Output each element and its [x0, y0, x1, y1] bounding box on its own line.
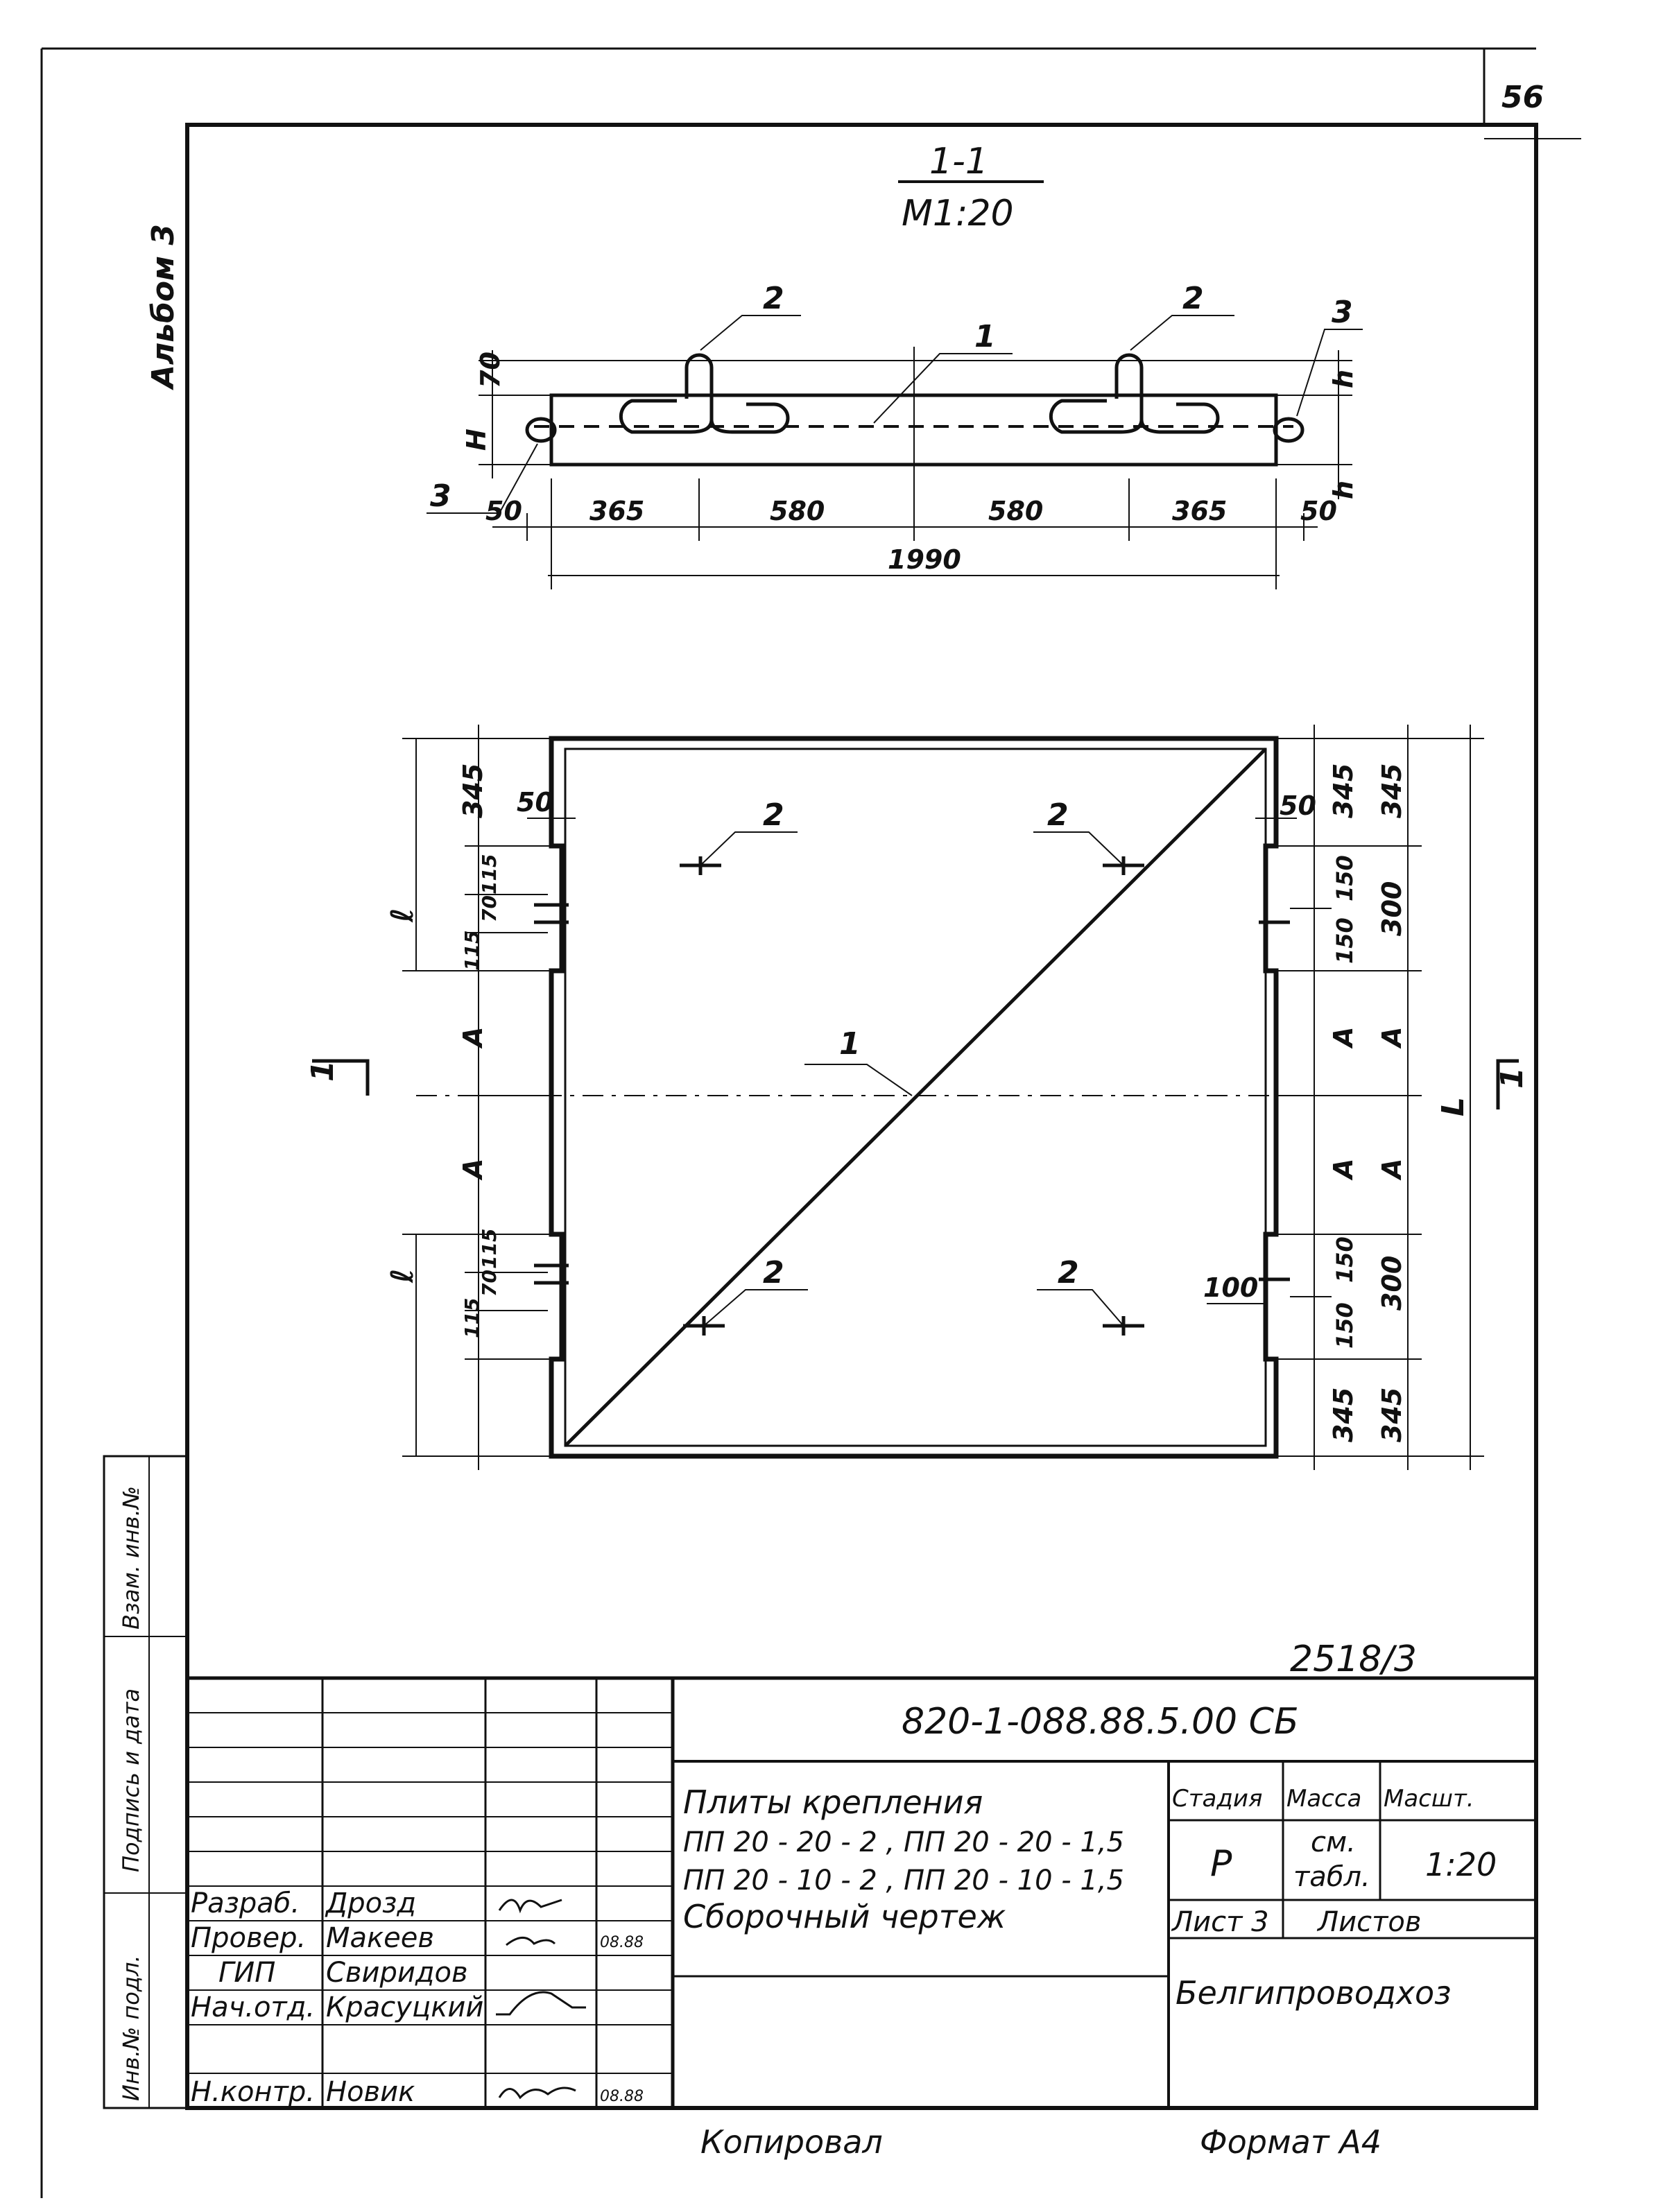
drawing-ref: 2518/3 — [1290, 1639, 1417, 1680]
plan-dim-345-ro-top: 345 — [1377, 763, 1407, 818]
sheets-label: Листов — [1316, 1906, 1421, 1938]
stage-value: Р — [1210, 1843, 1232, 1885]
plan-dim-70-bot: 70 — [478, 1270, 501, 1297]
date-1: 08.88 — [600, 1934, 644, 1951]
cut-mark-left: 1 — [305, 1060, 341, 1082]
plan-drawing — [312, 725, 1519, 1470]
plan-callout-1: 1 — [839, 1026, 861, 1062]
plan-callout-2-bl: 2 — [763, 1255, 784, 1290]
plan-dim-A-ri-top: A — [1328, 1027, 1359, 1049]
name-5: Новик — [326, 2076, 415, 2108]
sheet-frame — [40, 47, 1581, 2198]
plan-dim-50-left: 50 — [517, 787, 553, 818]
name-1: Макеев — [326, 1922, 434, 1954]
scale-value: 1:20 — [1425, 1846, 1497, 1883]
name-3: Красуцкий — [326, 1991, 483, 2023]
title-block-text: 820-1-088.88.5.00 СБ Плиты крепления ПП … — [118, 1486, 1497, 2161]
callout-3-right-section: 3 — [1332, 295, 1353, 330]
plan-dim-115-top-b: 115 — [460, 931, 483, 971]
plan-callout-2-tl: 2 — [763, 797, 784, 833]
plan-dim-100-right: 100 — [1203, 1272, 1258, 1303]
dim-50-left: 50 — [485, 496, 522, 526]
name-0: Дрозд — [325, 1887, 416, 1919]
plan-dimension-labels: 345 115 70 115 A A 115 70 115 ℓ ℓ 50 345… — [305, 763, 1530, 1442]
section-1-1-drawing — [427, 315, 1363, 589]
mass-header: Масса — [1286, 1785, 1361, 1813]
plan-dim-300-ro-top: 300 — [1377, 881, 1407, 936]
plan-dim-L: L — [1436, 1097, 1471, 1116]
callout-3-left-section: 3 — [430, 478, 451, 514]
dim-1990: 1990 — [888, 544, 961, 575]
album-label: Альбом 3 — [146, 224, 181, 390]
plan-dim-345-ri-bottom: 345 — [1328, 1388, 1359, 1442]
mass-value-2: табл. — [1293, 1861, 1370, 1893]
scale-header: Масшт. — [1384, 1785, 1474, 1813]
section-title-label: 1-1 — [929, 141, 988, 182]
section-scale: М1:20 — [902, 193, 1014, 234]
plan-dim-l-bottom: ℓ — [385, 1268, 420, 1284]
side-stamp-sign: Подпись и дата — [118, 1688, 144, 1872]
side-stamp-inv: Инв.№ подл. — [118, 1955, 144, 2101]
organization: Белгипроводхоз — [1176, 1974, 1452, 2012]
plan-dim-345-left: 345 — [458, 763, 488, 818]
plan-dim-150-ri-b: 150 — [1332, 917, 1358, 964]
title-block — [103, 1455, 1536, 2109]
role-2: ГИП — [218, 1957, 275, 1989]
stage-header: Стадия — [1172, 1785, 1262, 1813]
title-line-4: Сборочный чертеж — [683, 1898, 1006, 1935]
dim-365-right: 365 — [1172, 496, 1227, 526]
plan-dim-A-left-bottom: A — [458, 1159, 488, 1181]
plan-dim-345-ro-bottom: 345 — [1377, 1388, 1407, 1442]
role-3: Нач.отд. — [191, 1991, 315, 2023]
role-1: Провер. — [191, 1922, 306, 1954]
role-0: Разраб. — [191, 1887, 300, 1919]
plan-dim-l-top: ℓ — [385, 908, 420, 923]
plan-dim-150-ri-a: 150 — [1332, 855, 1358, 901]
dim-50-right: 50 — [1300, 496, 1337, 526]
format-label: Формат А4 — [1200, 2123, 1381, 2161]
plan-callout-2-br: 2 — [1058, 1255, 1079, 1290]
dim-h-bottom: h — [1328, 481, 1359, 499]
side-stamp-replace: Взам. инв.№ — [118, 1486, 144, 1630]
plan-dim-A-ro-top: A — [1377, 1027, 1407, 1049]
title-line-3: ПП 20 - 10 - 2 , ПП 20 - 10 - 1,5 — [683, 1865, 1124, 1896]
plan-dim-150-ri-d: 150 — [1332, 1302, 1358, 1349]
mass-value-1: см. — [1311, 1826, 1356, 1858]
plan-dim-345-ri-top: 345 — [1328, 763, 1359, 818]
document-code: 820-1-088.88.5.00 СБ — [902, 1701, 1299, 1743]
dim-70: 70 — [475, 352, 506, 388]
plan-dim-A-ro-bottom: A — [1377, 1159, 1407, 1181]
section-title: 1-1 М1:20 — [898, 141, 1044, 234]
dim-H: H — [461, 429, 492, 451]
plan-dim-300-ro-bottom: 300 — [1377, 1256, 1407, 1311]
sheet-number: 56 — [1501, 80, 1544, 115]
role-5: Н.контр. — [191, 2076, 315, 2108]
section-dimension-labels: 70 H h h 50 365 580 580 365 50 1990 2 2 … — [430, 281, 1359, 575]
dim-580-left: 580 — [770, 496, 825, 526]
signatures — [496, 1899, 586, 2100]
plan-dim-A-ri-bottom: A — [1328, 1159, 1359, 1181]
sheet-label: Лист 3 — [1171, 1906, 1269, 1938]
callout-2-right-section: 2 — [1182, 281, 1204, 316]
plan-dim-115-top-a: 115 — [478, 854, 501, 895]
plan-dim-115-bot-a: 115 — [478, 1229, 501, 1269]
copied-label: Копировал — [700, 2123, 883, 2161]
callout-2-left-section: 2 — [763, 281, 784, 316]
date-5: 08.88 — [600, 2088, 644, 2105]
callout-1-section: 1 — [974, 319, 996, 354]
plan-dim-70-top: 70 — [478, 895, 501, 922]
name-2: Свиридов — [326, 1957, 468, 1989]
title-line-2: ПП 20 - 20 - 2 , ПП 20 - 20 - 1,5 — [683, 1826, 1124, 1858]
plan-dim-A-left-top: A — [458, 1027, 488, 1049]
dim-365-left: 365 — [589, 496, 644, 526]
plan-dim-115-bot-b: 115 — [460, 1298, 483, 1338]
dim-h-top: h — [1328, 370, 1359, 388]
cut-mark-right: 1 — [1495, 1067, 1530, 1089]
title-line-1: Плиты крепления — [683, 1783, 983, 1821]
dim-580-right: 580 — [988, 496, 1043, 526]
plan-callout-2-tr: 2 — [1047, 797, 1069, 833]
plan-dim-150-ri-c: 150 — [1332, 1236, 1358, 1283]
plan-dim-50-right: 50 — [1280, 790, 1316, 821]
